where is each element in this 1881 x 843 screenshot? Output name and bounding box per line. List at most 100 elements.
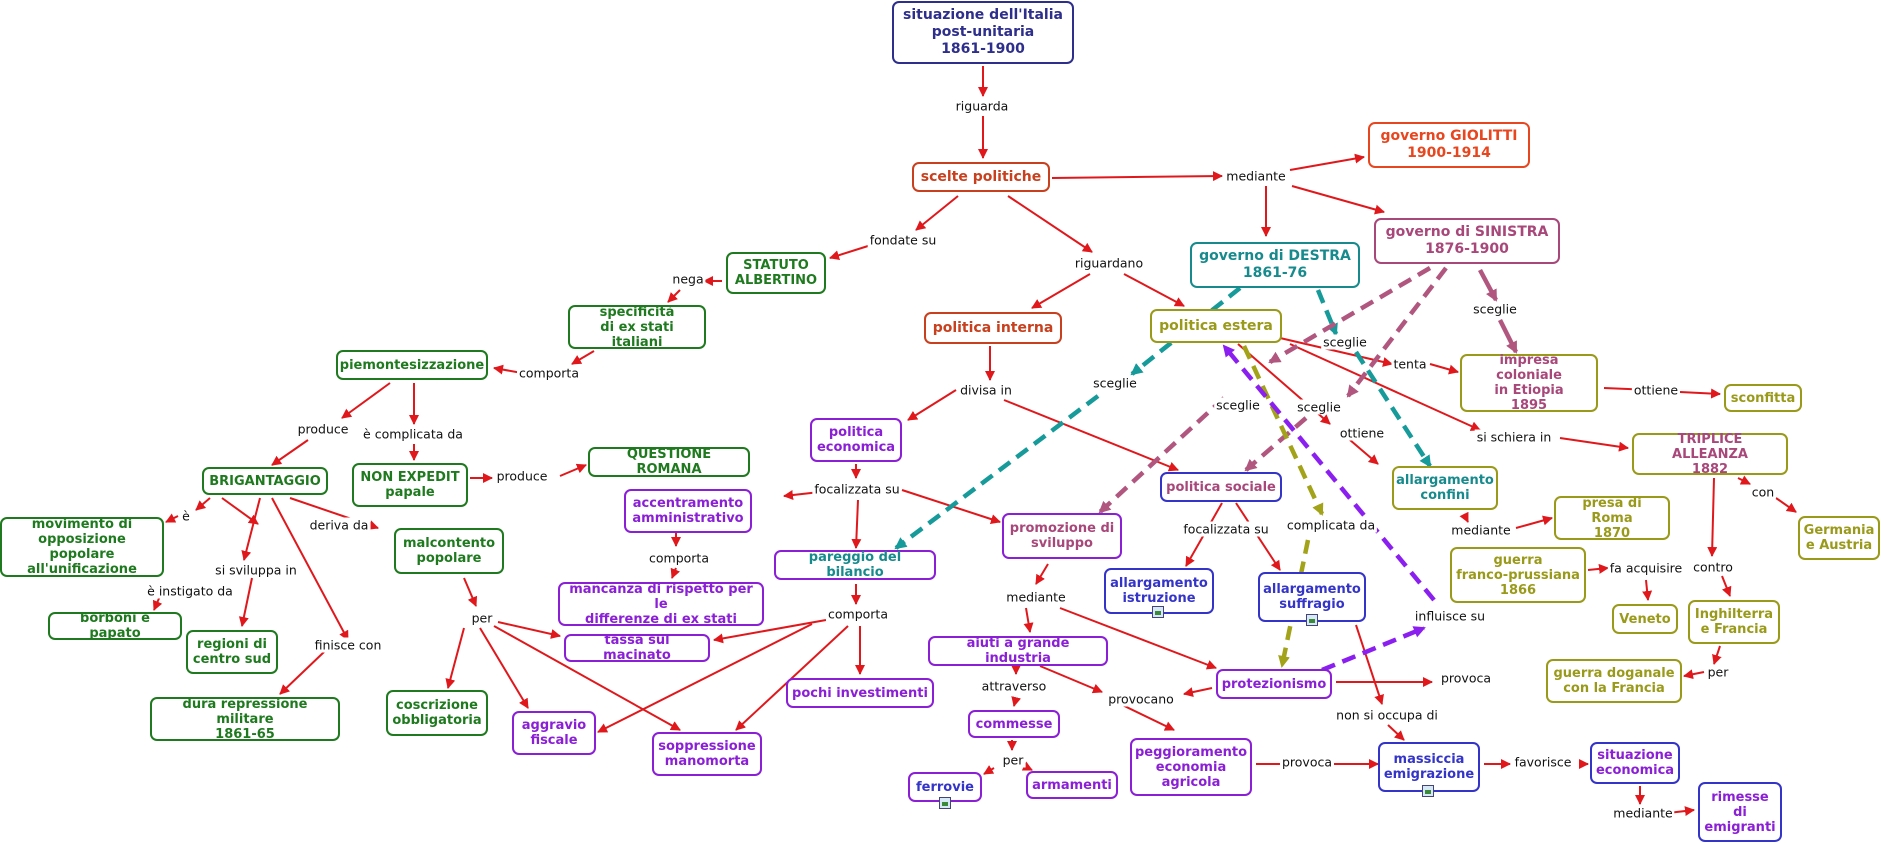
node-presa-roma[interactable]: presa di Roma 1870 [1554,496,1670,541]
link-label: divisa in [958,382,1014,398]
connector-arrow [983,765,995,775]
node-piemontesizzazione[interactable]: piemontesizzazione [336,350,488,380]
node-allargamento-suffragio[interactable]: allargamento suffragio [1258,572,1366,622]
link-label: mediante [1449,522,1513,538]
node-guerra-doganale[interactable]: guerra doganale con la Francia [1546,659,1682,703]
node-governo-sinistra[interactable]: governo di SINISTRA 1876-1900 [1374,218,1560,264]
node-statuto-albertino[interactable]: STATUTO ALBERTINO [726,252,826,294]
node-malcontento-popolare[interactable]: malcontento popolare [394,528,504,574]
image-attachment-icon[interactable] [1306,614,1318,626]
connector-arrow [1346,266,1448,398]
connector-arrow [915,195,959,231]
image-attachment-icon[interactable] [1152,606,1164,618]
link-label: focalizzata su [812,481,902,497]
node-non-expedit[interactable]: NON EXPEDIT papale [352,463,468,507]
node-rimesse-emigranti[interactable]: rimesse di emigranti [1698,782,1782,842]
node-situazione-economica[interactable]: situazione economica [1590,742,1680,784]
link-label: non si occupa di [1334,707,1440,723]
link-label: sceglie [1321,334,1369,350]
node-armamenti[interactable]: armamenti [1026,771,1118,799]
node-questione-romana[interactable]: QUESTIONE ROMANA [588,447,750,477]
node-sconfitta[interactable]: sconfitta [1724,384,1802,412]
node-aggravio-fiscale[interactable]: aggravio fiscale [512,711,596,755]
node-politica-interna[interactable]: politica interna [924,312,1062,344]
link-label: nega [670,271,706,287]
link-label: è complicata da [361,426,465,442]
node-scelte-politiche[interactable]: scelte politiche [912,162,1050,192]
image-attachment-icon[interactable] [939,797,951,809]
connector-arrow [713,619,827,644]
connector-arrow [1355,624,1384,705]
node-politica-sociale[interactable]: politica sociale [1160,472,1282,502]
connector-arrow [1559,437,1629,452]
link-label: contro [1691,559,1735,575]
node-governo-giolitti[interactable]: governo GIOLITTI 1900-1914 [1368,122,1530,168]
connector-arrow [1683,669,1705,680]
node-accentramento[interactable]: accentramento amministrativo [624,489,752,533]
link-label: influisce su [1412,608,1488,624]
connector-arrow [851,499,862,549]
node-specificita[interactable]: specificità di ex stati italiani [568,305,706,350]
node-germania-austria[interactable]: Germania e Austria [1798,516,1880,560]
link-label: mediante [1611,805,1675,821]
connector-arrow [271,497,349,641]
node-politica-economica[interactable]: politica economica [810,418,902,462]
connector-arrow [1721,575,1732,597]
connector-arrow [1478,268,1498,302]
node-soppressione-manomorta[interactable]: soppressione manomorta [652,732,762,776]
connector-arrow [1315,289,1339,336]
connector-arrow [1775,497,1797,513]
link-label: finisce con [312,637,384,653]
link-label: ottiene [1337,425,1387,441]
link-label: comporta [517,365,581,381]
link-label: comporta [647,550,711,566]
node-aiuti-industria[interactable]: aiuti a grande industria [928,636,1108,666]
node-regioni-centro-sud[interactable]: regioni di centro sud [186,630,278,674]
link-label: ottiene [1631,382,1681,398]
connector-arrow [497,621,561,639]
node-tassa-macinato[interactable]: tassa sul macinato [564,633,710,663]
node-allargamento-confini[interactable]: allargamento confini [1392,466,1498,510]
node-massiccia-emigrazione[interactable]: massiccia emigrazione [1378,742,1480,792]
connector-arrow [597,623,813,733]
connector-arrow [195,497,211,511]
connector-arrow [1241,345,1325,516]
connector-arrow [907,389,957,421]
node-peggioramento[interactable]: peggioramento economia agricola [1130,738,1252,796]
node-commesse[interactable]: commesse [968,710,1060,738]
node-movimento-opposizione[interactable]: movimento di opposizione popolare all'un… [0,517,164,577]
node-dura-repressione[interactable]: dura repressione militare 1861-65 [150,697,340,742]
connector-arrow [1642,579,1653,601]
connector-arrow [1497,318,1519,354]
image-attachment-icon[interactable] [1422,785,1434,797]
node-mancanza-rispetto[interactable]: mancanza di rispetto per le differenze d… [558,582,764,627]
node-pareggio-bilancio[interactable]: pareggio del bilancio [774,550,936,580]
node-triplice-alleanza[interactable]: TRIPLICE ALLEANZA 1882 [1632,432,1788,477]
node-promozione-sviluppo[interactable]: promozione di sviluppo [1002,513,1122,559]
node-impresa-coloniale[interactable]: impresa coloniale in Etiopia 1895 [1460,353,1598,413]
node-pochi-investimenti[interactable]: pochi investimenti [786,678,934,708]
node-inghilterra-francia[interactable]: Inghilterra e Francia [1688,600,1780,644]
node-coscrizione[interactable]: coscrizione obbligatoria [386,690,488,736]
node-protezionismo[interactable]: protezionismo [1216,669,1332,699]
connector-arrow [1268,266,1432,364]
link-label: sceglie [1471,301,1519,317]
node-governo-destra[interactable]: governo di DESTRA 1861-76 [1190,242,1360,288]
connector-arrow [271,439,309,466]
node-veneto[interactable]: Veneto [1612,604,1678,634]
connector-arrow [1515,515,1553,529]
node-brigantaggio[interactable]: BRIGANTAGGIO [202,467,328,495]
connector-arrow [165,513,179,523]
link-label: mediante [1224,168,1288,184]
node-borboni-papato[interactable]: borboni e papato [48,611,182,641]
link-label: provoca [1279,754,1335,770]
connector-arrow [571,350,595,365]
connector-arrow [667,289,681,303]
node-guerra-franco-prussiana[interactable]: guerra franco-prussiana 1866 [1450,547,1586,603]
node-politica-estera[interactable]: politica estera [1150,309,1282,343]
connector-arrow [479,627,529,709]
node-situazione-italia[interactable]: situazione dell'Italia post-unitaria 186… [892,1,1074,64]
link-label: per [1000,752,1026,768]
